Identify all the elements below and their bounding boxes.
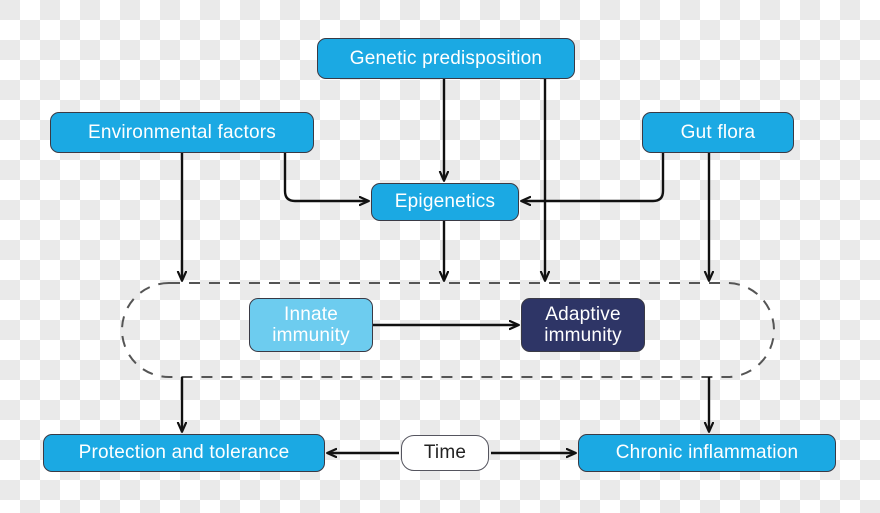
node-adaptive-immunity[interactable]: Adaptive immunity (521, 298, 645, 352)
node-innate-immunity[interactable]: Innate immunity (249, 298, 373, 352)
node-epigenetics[interactable]: Epigenetics (371, 183, 519, 221)
node-environmental-factors[interactable]: Environmental factors (50, 112, 314, 153)
immunity-group-outline (121, 282, 775, 378)
node-protection-and-tolerance[interactable]: Protection and tolerance (43, 434, 325, 472)
node-genetic-predisposition[interactable]: Genetic predisposition (317, 38, 575, 79)
node-time[interactable]: Time (401, 435, 489, 471)
edge-environment-epigenetics (283, 153, 368, 201)
edge-gutflora-epigenetics (522, 153, 665, 201)
node-gut-flora[interactable]: Gut flora (642, 112, 794, 153)
node-chronic-inflammation[interactable]: Chronic inflammation (578, 434, 836, 472)
